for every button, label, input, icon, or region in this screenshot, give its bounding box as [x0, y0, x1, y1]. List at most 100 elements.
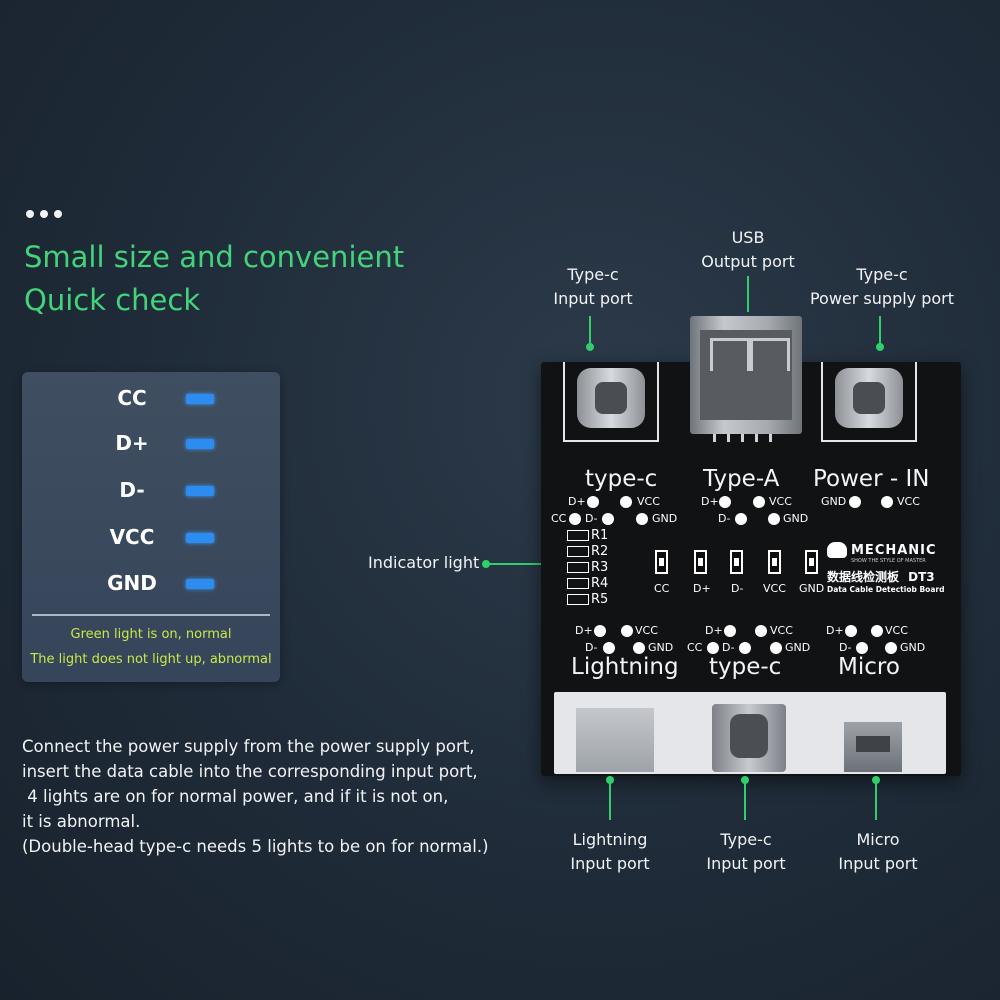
model-cn: 数据线检测板: [827, 570, 900, 584]
pin-label: D-: [718, 512, 731, 525]
callout-line: [879, 316, 881, 346]
pin-led: [719, 496, 731, 508]
description-line: (Double-head type-c needs 5 lights to be…: [22, 837, 489, 856]
label-micro: Micro: [838, 654, 900, 680]
pin-led: [885, 642, 897, 654]
legend-row-vcc: VCC: [22, 523, 280, 553]
legend-label: CC: [117, 386, 147, 410]
legend-divider: [32, 614, 270, 616]
typec-input-port-bottom[interactable]: [712, 704, 786, 772]
callout-lightning-subtitle: Input port: [570, 854, 650, 873]
pin-label: D-: [585, 512, 598, 525]
legend-row-dp: D+: [22, 429, 280, 459]
pin-label: D-: [585, 641, 598, 654]
usb-a-output-port[interactable]: [690, 316, 802, 434]
micro-input-port[interactable]: [844, 722, 902, 772]
pin-led: [633, 642, 645, 654]
pin-led: [753, 496, 765, 508]
callout-typec-input: Type-c Input port: [531, 263, 655, 311]
indicator-led-cc: [655, 550, 668, 574]
model-number: DT3: [908, 570, 935, 584]
pin-label: CC: [551, 512, 567, 525]
legend-note-normal: Green light is on, normal: [70, 627, 232, 642]
usb-pins: [713, 434, 783, 442]
callout-dot: [482, 560, 490, 568]
pin-label: VCC: [635, 624, 658, 637]
pin-led: [856, 642, 868, 654]
pin-label: D+: [705, 624, 723, 637]
pin-led: [768, 513, 780, 525]
label-lightning: Lightning: [571, 654, 679, 680]
legend-card: CC D+ D- VCC GND Green light is on, norm…: [22, 372, 280, 682]
lightning-input-port[interactable]: [576, 708, 654, 772]
pin-led: [881, 496, 893, 508]
resistor-r5: R5: [567, 592, 608, 607]
legend-label: D-: [119, 478, 145, 502]
typec-input-port[interactable]: [563, 362, 659, 442]
label-typec-bottom: type-c: [709, 654, 782, 680]
legend-label: VCC: [109, 525, 155, 549]
callout-typec-subtitle: Input port: [553, 289, 633, 308]
label-power-in: Power - IN: [813, 466, 930, 492]
pin-led: [739, 642, 751, 654]
callout-dot: [872, 776, 880, 784]
callout-typec-bottom-title: Type-c: [720, 830, 772, 849]
indicator-led-vcc: [768, 550, 781, 574]
callout-micro-subtitle: Input port: [838, 854, 918, 873]
pin-label: D+: [701, 495, 719, 508]
pin-led: [707, 642, 719, 654]
legend-row-cc: CC: [22, 384, 280, 414]
description-line: Connect the power supply from the power …: [22, 737, 475, 756]
callout-dot: [876, 343, 884, 351]
callout-lightning-input: Lightning Input port: [548, 828, 672, 876]
resistor-r3: R3: [567, 560, 608, 575]
pin-led: [602, 513, 614, 525]
legend-bar: [186, 439, 214, 449]
brand-name: MECHANIC: [851, 542, 937, 558]
callout-line: [609, 780, 611, 820]
pin-led: [724, 625, 736, 637]
callout-line: [744, 780, 746, 820]
callout-dot: [741, 776, 749, 784]
pin-led: [594, 625, 606, 637]
indicator-label: GND: [799, 582, 825, 595]
callout-typec-title: Type-c: [567, 265, 619, 284]
callout-power-subtitle: Power supply port: [809, 289, 955, 308]
callout-dot: [606, 776, 614, 784]
pin-label: VCC: [770, 624, 793, 637]
resistor-r2: R2: [567, 544, 608, 559]
callout-dot: [586, 343, 594, 351]
pin-label: VCC: [769, 495, 792, 508]
callout-lightning-title: Lightning: [572, 830, 648, 849]
pin-label: GND: [900, 641, 926, 654]
dots-icon: [26, 210, 62, 218]
pin-led: [735, 513, 747, 525]
indicator-label: D+: [693, 582, 711, 595]
headline-line-1: Small size and convenient: [24, 240, 405, 274]
pin-led: [770, 642, 782, 654]
callout-indicator: Indicator light: [368, 553, 480, 572]
callout-usb-output: USB Output port: [688, 226, 808, 274]
pin-label: GND: [648, 641, 674, 654]
legend-bar: [186, 579, 214, 589]
pin-label: VCC: [637, 495, 660, 508]
pin-label: VCC: [885, 624, 908, 637]
pin-led: [755, 625, 767, 637]
pin-label: GND: [783, 512, 809, 525]
legend-row-dm: D-: [22, 476, 280, 506]
description: Connect the power supply from the power …: [22, 734, 492, 859]
typec-power-port[interactable]: [821, 362, 917, 442]
mechanic-logo: MECHANIC SHOW THE STYLE OF MASTER 数据线检测板…: [827, 542, 944, 594]
callout-usb-title: USB: [731, 228, 765, 247]
callout-power-title: Type-c: [856, 265, 908, 284]
pin-label: GND: [652, 512, 678, 525]
pin-label: D+: [568, 495, 586, 508]
callout-usb-subtitle: Output port: [701, 252, 795, 271]
brand-tagline: SHOW THE STYLE OF MASTER: [851, 558, 926, 564]
pin-led: [603, 642, 615, 654]
pin-label: D-: [722, 641, 735, 654]
indicator-label: D-: [731, 582, 744, 595]
description-line: it is abnormal.: [22, 812, 141, 831]
label-typec-top: type-c: [585, 466, 658, 492]
legend-note-abnormal: The light does not light up, abnormal: [30, 652, 272, 667]
